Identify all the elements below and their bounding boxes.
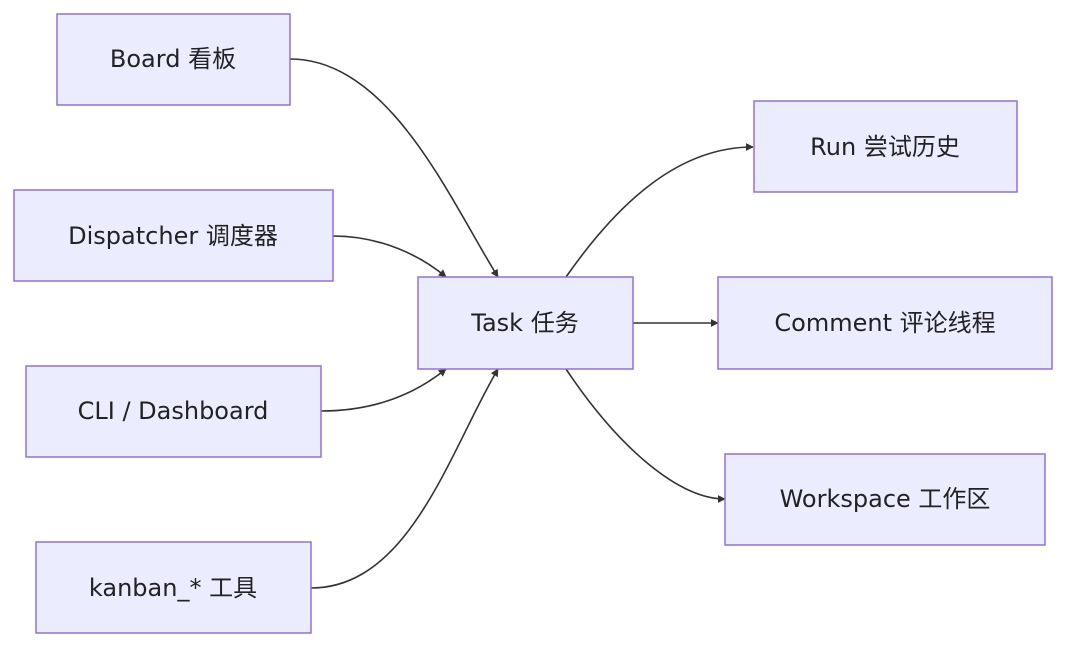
node-dispatcher-label: Dispatcher 调度器 xyxy=(68,222,278,250)
edge-cli-to-task xyxy=(320,368,447,412)
node-board-label: Board 看板 xyxy=(110,45,236,73)
node-run-label: Run 尝试历史 xyxy=(810,133,960,161)
node-workspace: Workspace 工作区 xyxy=(724,453,1046,546)
node-workspace-label: Workspace 工作区 xyxy=(780,485,991,513)
node-cli: CLI / Dashboard xyxy=(25,365,322,458)
edges xyxy=(289,58,754,589)
edge-task-to-workspace xyxy=(565,368,726,503)
node-run: Run 尝试历史 xyxy=(753,100,1018,193)
edge-dispatcher-to-task xyxy=(332,235,447,278)
node-cli-label: CLI / Dashboard xyxy=(78,397,269,425)
node-kanban: kanban_* 工具 xyxy=(35,541,312,634)
node-board: Board 看板 xyxy=(56,13,291,106)
node-kanban-label: kanban_* 工具 xyxy=(89,574,257,602)
node-comment-label: Comment 评论线程 xyxy=(774,309,995,337)
node-task: Task 任务 xyxy=(417,276,634,370)
node-task-label: Task 任务 xyxy=(470,309,578,337)
node-comment: Comment 评论线程 xyxy=(717,276,1053,370)
edge-board-to-task xyxy=(289,58,499,278)
edge-task-to-run xyxy=(565,143,754,278)
edge-kanban-to-task xyxy=(310,368,499,589)
node-dispatcher: Dispatcher 调度器 xyxy=(13,189,334,282)
